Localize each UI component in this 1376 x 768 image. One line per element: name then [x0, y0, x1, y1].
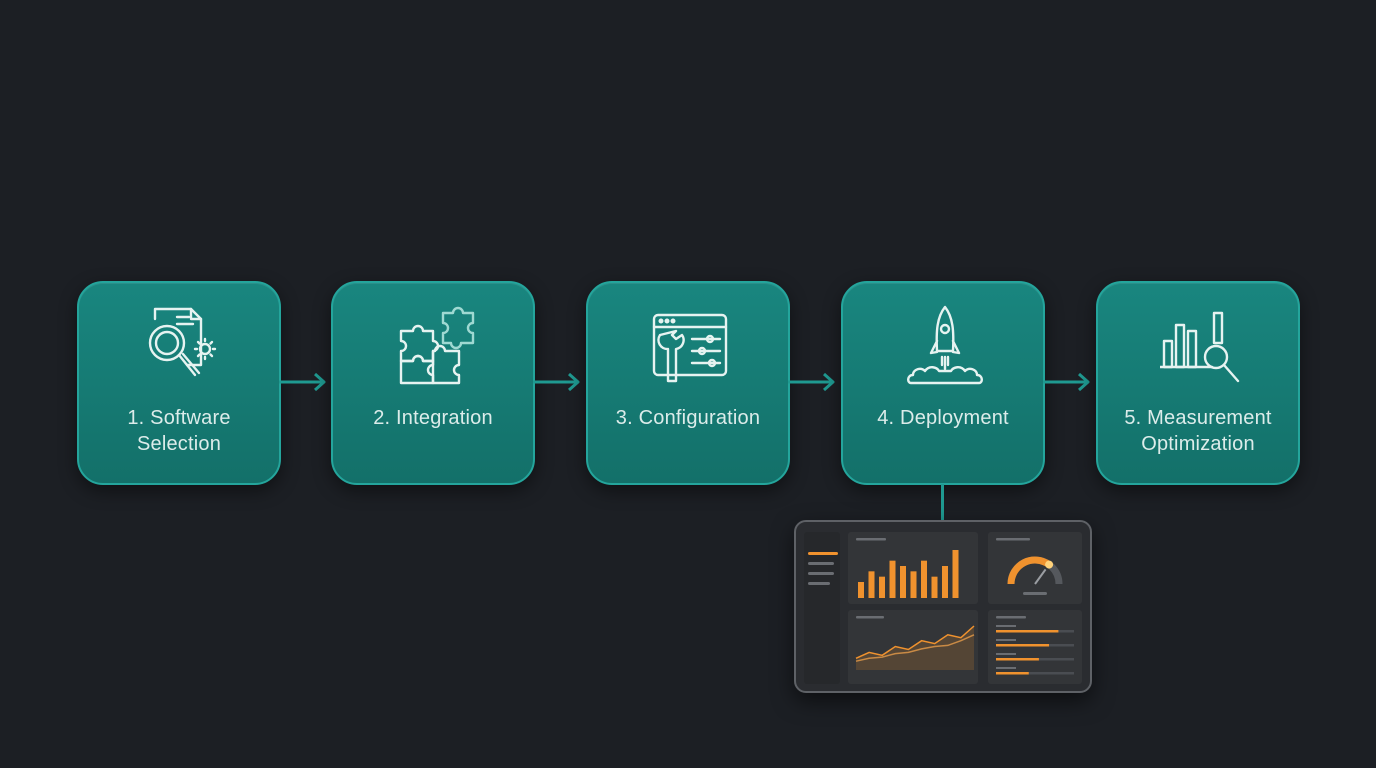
arrow-right-icon [279, 372, 326, 392]
magnifier-document-gear-icon [148, 307, 217, 377]
bar-chart-bar [900, 566, 906, 598]
bar-chart-bar [889, 560, 896, 598]
dashboard-sidebar [804, 532, 840, 684]
step-label: 1. Software Selection [127, 407, 231, 455]
arrow-right-icon [533, 372, 580, 392]
gauge-glow [1045, 560, 1054, 569]
gauge-fill [1007, 556, 1052, 585]
bar-chart-bar [921, 560, 927, 598]
dashboard-connector-line [941, 484, 944, 522]
progress-panel [988, 610, 1082, 684]
progress-track [996, 672, 1074, 675]
gauge-needle [1034, 568, 1047, 585]
step-label: 5. Measurement Optimization [1124, 407, 1272, 455]
bar-chart-bar [868, 571, 875, 598]
analytics-dashboard-icon [794, 520, 1092, 693]
progress-label [996, 667, 1016, 669]
bar-chart-magnifier-icon [1160, 311, 1240, 383]
bar-chart-bar [910, 571, 917, 598]
step-software-selection: 1. Software Selection [77, 281, 281, 485]
step-deployment: 4. Deployment [841, 281, 1045, 485]
step-label: 2. Integration [373, 407, 493, 429]
puzzle-pieces-icon [399, 306, 475, 385]
rocket-launch-icon [907, 305, 983, 385]
step-configuration: 3. Configuration [586, 281, 790, 485]
line-chart-series [855, 634, 975, 662]
bar-chart-bar [942, 566, 948, 598]
panel-title [856, 616, 884, 619]
progress-label [996, 653, 1016, 655]
bar-chart-bar [952, 550, 959, 598]
bar-chart-bar [931, 576, 938, 598]
progress-fill [996, 658, 1039, 661]
settings-window-wrench-icon [652, 313, 728, 383]
gauge-base [1023, 592, 1047, 595]
step-integration: 2. Integration [331, 281, 535, 485]
panel-title [996, 538, 1030, 541]
progress-label [996, 625, 1016, 627]
step-label: 3. Configuration [615, 407, 761, 429]
bar-chart-bar [879, 576, 885, 598]
arrow-right-icon [788, 372, 835, 392]
progress-label [996, 639, 1016, 641]
step-measurement-optimization: 5. Measurement Optimization [1096, 281, 1300, 485]
progress-fill [996, 630, 1059, 633]
panel-title [856, 538, 886, 541]
dashboard-graphics [855, 538, 1074, 675]
step-label: 4. Deployment [877, 407, 1009, 429]
progress-fill [996, 672, 1029, 675]
arrow-right-icon [1043, 372, 1090, 392]
bar-chart-bar [858, 582, 864, 598]
progress-fill [996, 644, 1050, 647]
line-chart-area [856, 626, 974, 670]
panel-title [996, 616, 1026, 619]
line-chart-series [855, 625, 975, 659]
